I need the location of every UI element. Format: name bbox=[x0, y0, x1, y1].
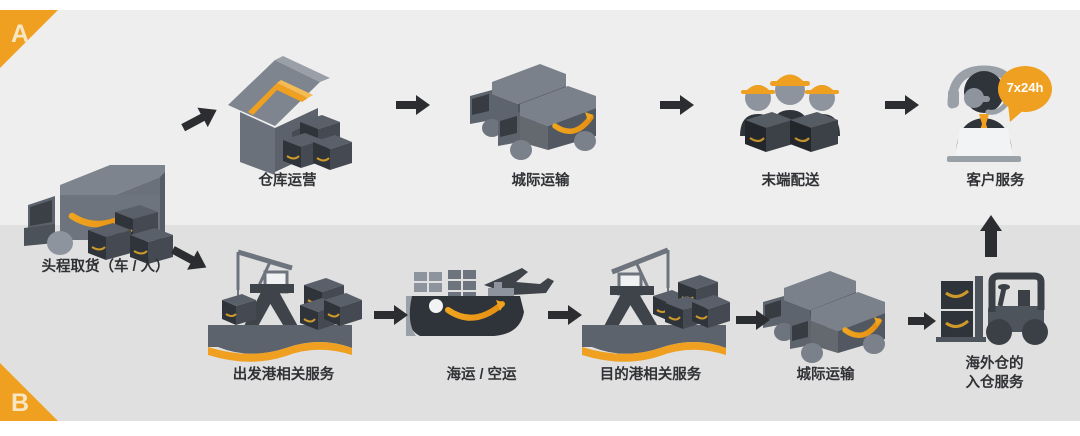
section-tag-a bbox=[0, 10, 58, 68]
forklift-boxes-icon bbox=[936, 272, 1048, 345]
node-first-mile-pickup-label: 头程取货（车 / 人） bbox=[41, 259, 170, 275]
arrow-right bbox=[548, 305, 582, 325]
node-departure-port-services-label: 出发港相关服务 bbox=[232, 367, 335, 383]
arrow-right bbox=[660, 95, 694, 115]
arrow-right bbox=[736, 310, 770, 330]
cargo-ship-plane-icon bbox=[406, 268, 554, 336]
service-hours-badge bbox=[998, 66, 1052, 122]
node-warehouse-operation-label: 仓库运营 bbox=[258, 173, 317, 189]
section-tag-a-letter: A bbox=[11, 20, 30, 48]
arrow-right bbox=[374, 305, 408, 325]
arrow-right bbox=[908, 312, 936, 330]
arrow-right bbox=[885, 95, 919, 115]
node-customer-service-label: 客户服务 bbox=[966, 173, 1025, 189]
section-tag-b-letter: B bbox=[11, 389, 30, 417]
arrow-right-up-to-warehouse bbox=[181, 107, 217, 132]
delivery-workers-icon bbox=[740, 74, 840, 152]
node-intercity-transport-b-label: 城际运输 bbox=[796, 367, 855, 383]
section-tag-b bbox=[0, 363, 58, 421]
destination-crane-icon bbox=[582, 247, 730, 362]
arrow-down-right-to-row-b bbox=[170, 246, 207, 270]
delivery-truck-boxes-icon bbox=[24, 165, 173, 264]
warehouse-house-icon bbox=[228, 56, 352, 175]
node-overseas-warehouse-inbound-label: 海外仓的 入仓服务 bbox=[965, 356, 1024, 391]
port-crane-icon bbox=[208, 249, 362, 362]
node-destination-port-services-label: 目的港相关服务 bbox=[599, 367, 702, 383]
node-last-mile-delivery-label: 末端配送 bbox=[761, 173, 820, 189]
headset-agent-icon bbox=[947, 65, 1052, 162]
service-hours-badge-text: 7x24h bbox=[1006, 80, 1044, 95]
two-trucks-icon bbox=[470, 64, 596, 160]
arrow-up-to-customer-service bbox=[980, 215, 1002, 257]
two-trucks-icon bbox=[763, 271, 885, 363]
node-sea-air-freight-label: 海运 / 空运 bbox=[446, 367, 517, 383]
node-intercity-transport-a-label: 城际运输 bbox=[511, 173, 570, 189]
arrow-right bbox=[396, 95, 430, 115]
